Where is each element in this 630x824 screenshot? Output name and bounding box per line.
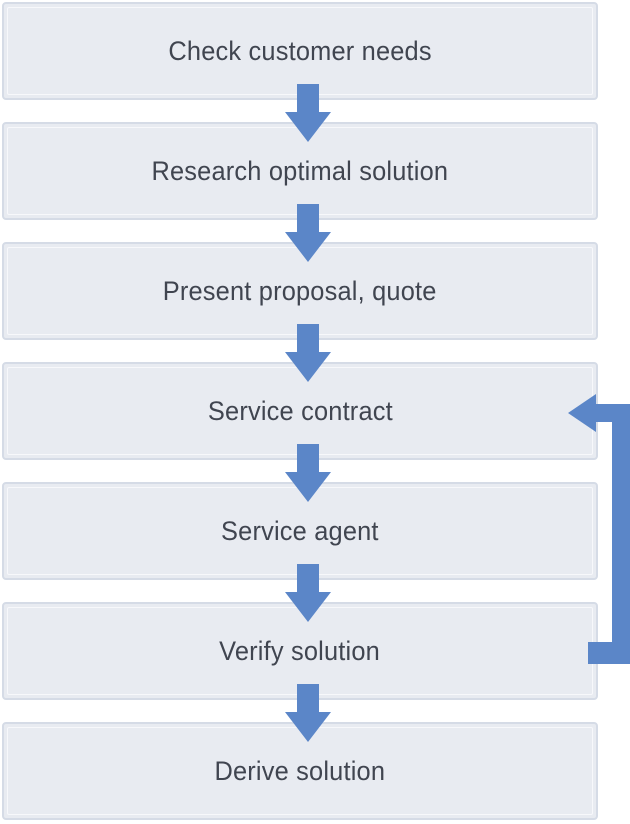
step-check-customer-needs: Check customer needs xyxy=(2,2,598,100)
step-derive-solution: Derive solution xyxy=(2,722,598,820)
step-service-contract: Service contract xyxy=(2,362,598,460)
step-label: Derive solution xyxy=(214,755,386,786)
step-label: Present proposal, quote xyxy=(163,275,437,306)
step-label: Service agent xyxy=(221,515,379,546)
step-label: Verify solution xyxy=(219,635,381,666)
step-present-proposal-quote: Present proposal, quote xyxy=(2,242,598,340)
step-service-agent: Service agent xyxy=(2,482,598,580)
step-research-optimal-solution: Research optimal solution xyxy=(2,122,598,220)
step-label: Research optimal solution xyxy=(151,155,449,186)
step-verify-solution: Verify solution xyxy=(2,602,598,700)
step-label: Check customer needs xyxy=(168,35,432,66)
step-label: Service contract xyxy=(207,395,393,426)
